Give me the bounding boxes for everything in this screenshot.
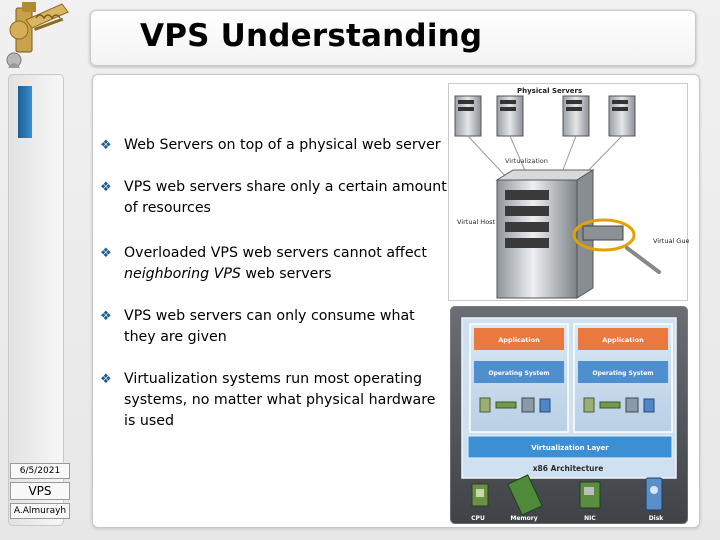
- os-right-label: Operating System: [592, 370, 653, 377]
- diamond-bullet-icon: ❖: [100, 246, 112, 261]
- bullet-item: ❖ Virtualization systems run most operati…: [100, 369, 450, 432]
- physical-server-icon: [454, 95, 482, 137]
- magnifier-ring: [572, 218, 636, 252]
- magnifier-handle: [625, 246, 661, 274]
- virtual-guests-label: Virtual Guests: [653, 237, 689, 245]
- architecture-diagram: Application Application Operating System…: [449, 305, 689, 525]
- bullet-list: ❖ Web Servers on top of a physical web se…: [100, 135, 450, 432]
- title-bar: [90, 10, 696, 66]
- virtualization-diagram: Physical Servers Virtualization: [448, 83, 699, 301]
- application-right-label: Application: [602, 336, 644, 344]
- physical-servers-label: Physical Servers: [517, 87, 582, 95]
- bullet-text: web servers: [240, 266, 332, 282]
- diamond-bullet-icon: ❖: [100, 138, 112, 153]
- physical-server-icon: [496, 95, 524, 137]
- footer-date: 6/5/2021: [10, 463, 70, 479]
- diamond-bullet-icon: ❖: [100, 372, 112, 387]
- bullet-text: Overloaded VPS web servers cannot affect: [124, 245, 427, 261]
- hw-memory-label: Memory: [510, 515, 537, 522]
- virtualization-label: Virtualization: [505, 157, 548, 165]
- virtual-host-label: Virtual Host: [457, 218, 496, 226]
- virtual-hardware-icons-right: [583, 397, 655, 413]
- virtual-host-server-icon: [495, 169, 595, 299]
- bullet-item: ❖ VPS web servers share only a certain am…: [100, 177, 450, 219]
- virtual-guests-rack-icon: [582, 225, 624, 241]
- bullet-text: Virtualization systems run most operatin…: [124, 371, 436, 429]
- bullet-italic-text: neighboring VPS: [124, 266, 241, 282]
- diamond-bullet-icon: ❖: [100, 180, 112, 195]
- bullet-text: VPS web servers can only consume what th…: [124, 308, 415, 345]
- slide-title: VPS Understanding: [140, 18, 483, 54]
- memory-icon: [507, 474, 543, 516]
- application-left-label: Application: [498, 336, 540, 344]
- hw-disk-label: Disk: [649, 515, 665, 522]
- bullet-item: ❖ VPS web servers can only consume what t…: [100, 306, 450, 348]
- virtual-hardware-icons-left: [479, 397, 551, 413]
- left-sidebar: [8, 74, 64, 526]
- footer-author: A.Almurayh: [10, 503, 70, 519]
- physical-server-icon: [562, 95, 590, 137]
- architecture-label: x86 Architecture: [533, 464, 604, 473]
- virtualization-layer-label: Virtualization Layer: [531, 444, 609, 452]
- virtualization-diagram-svg: Physical Servers Virtualization: [454, 87, 699, 299]
- diamond-bullet-icon: ❖: [100, 309, 112, 324]
- application-block-right: [578, 328, 668, 350]
- hw-nic-label: NIC: [584, 515, 596, 522]
- os-block-right: [578, 361, 668, 383]
- os-block-left: [474, 361, 564, 383]
- architecture-diagram-svg: Application Application Operating System…: [449, 305, 689, 525]
- bullet-text: VPS web servers share only a certain amo…: [124, 179, 447, 216]
- bullet-text: Web Servers on top of a physical web ser…: [124, 137, 441, 153]
- sidebar-accent-bar: [18, 86, 32, 138]
- os-left-label: Operating System: [488, 370, 549, 377]
- nic-icon: [579, 481, 601, 509]
- bullet-item: ❖ Web Servers on top of a physical web se…: [100, 135, 450, 156]
- hw-cpu-label: CPU: [471, 515, 485, 522]
- footer-topic: VPS: [10, 482, 70, 500]
- virtualization-layer-block: [467, 435, 673, 459]
- logo-figure-icon: [6, 2, 69, 68]
- application-block-left: [474, 328, 564, 350]
- cpu-icon: [471, 483, 489, 507]
- bullet-item: ❖ Overloaded VPS web servers cannot affec…: [100, 243, 450, 285]
- disk-icon: [645, 477, 663, 511]
- physical-server-icon: [608, 95, 636, 137]
